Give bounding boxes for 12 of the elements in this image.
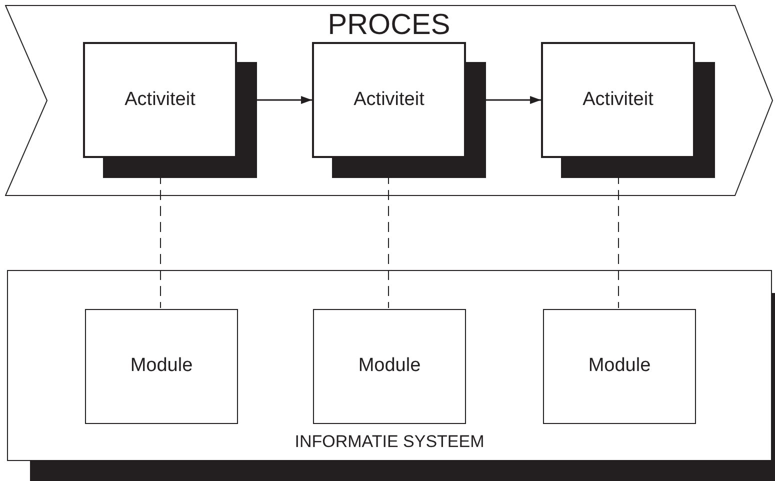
process-title: PROCES bbox=[328, 9, 450, 41]
activity-label: Activiteit bbox=[354, 88, 424, 112]
activity-label: Activiteit bbox=[124, 88, 196, 112]
module-label: Module bbox=[130, 354, 193, 378]
module-box bbox=[543, 309, 696, 424]
module-label: Module bbox=[358, 354, 421, 378]
module-label: Module bbox=[588, 354, 651, 378]
activity-label: Activiteit bbox=[582, 88, 654, 112]
system-title: INFORMATIE SYSTEEM bbox=[294, 432, 484, 452]
module-box bbox=[85, 309, 238, 424]
process-chevron bbox=[5, 5, 773, 196]
module-box bbox=[313, 309, 466, 424]
